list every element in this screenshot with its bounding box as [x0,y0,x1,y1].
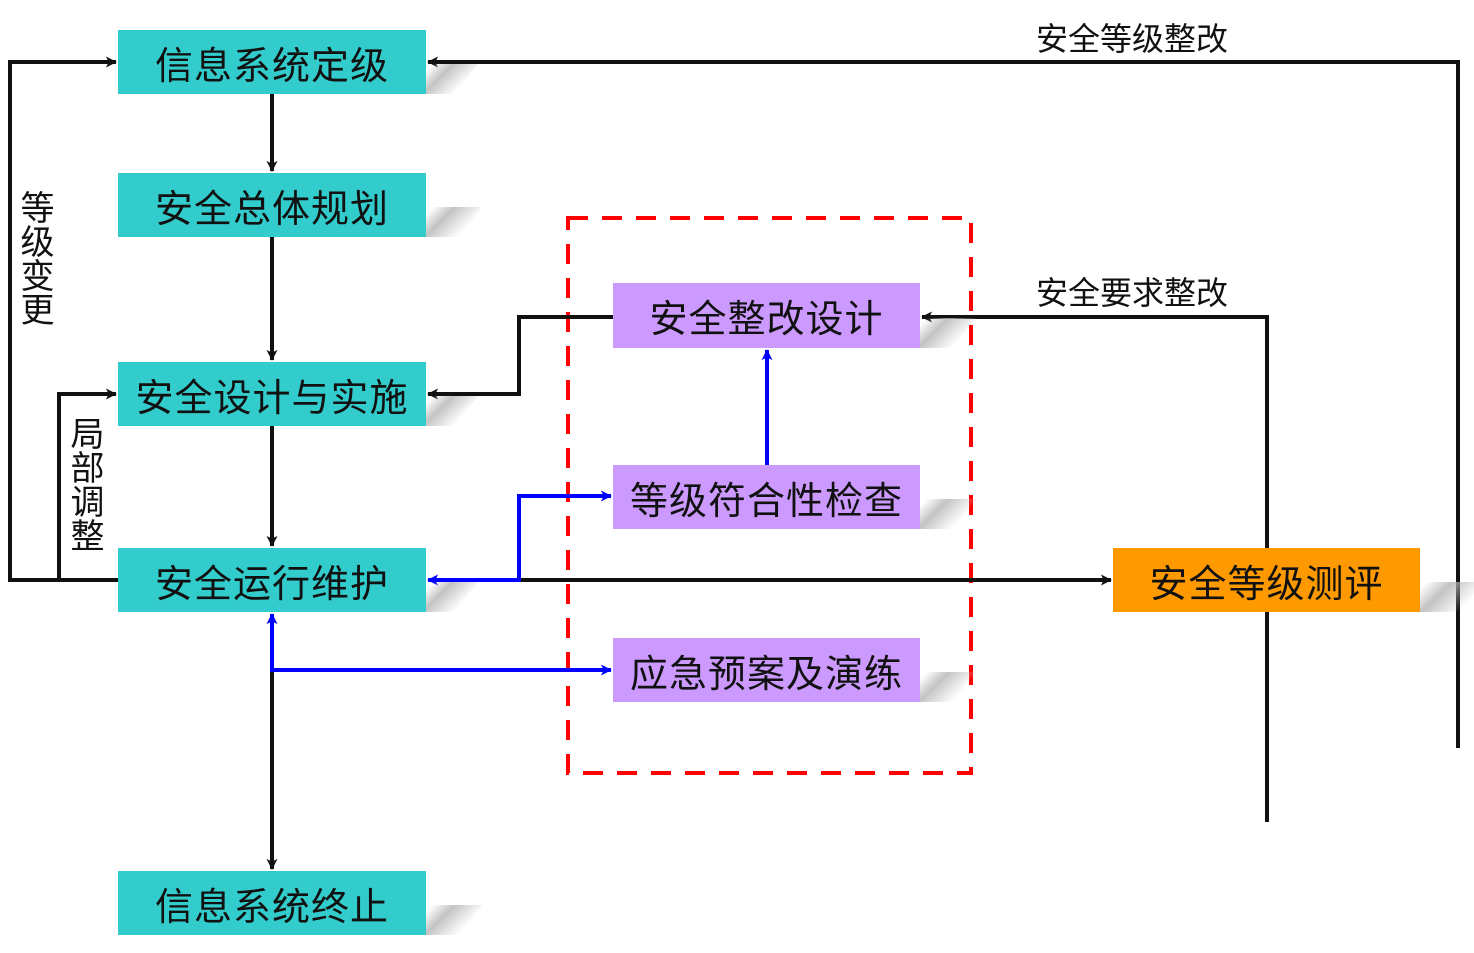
node-operation-maintenance: 安全运行维护 [118,548,426,612]
arrow-level-rectification [427,56,1460,748]
node-design-implementation: 安全设计与实施 [118,362,426,426]
arrow-operation-check [427,490,612,586]
label-local-adjustment: 局部调整 [64,416,104,552]
node-system-grading: 信息系统定级 [118,30,426,94]
arrow-rectification-to-design [427,315,613,400]
node-overall-planning: 安全总体规划 [118,173,426,237]
arrow-operation-drill [266,613,612,676]
label-level-change: 等级变更 [14,190,54,326]
arrow-requirement-rectification [921,311,1269,822]
node-level-assessment: 安全等级测评 [1113,548,1420,612]
label-level-rectification: 安全等级整改 [1036,20,1229,58]
arrow-local-adjustment-loop [57,388,118,582]
node-emergency-drill: 应急预案及演练 [613,638,920,702]
node-compliance-check: 等级符合性检查 [613,465,920,529]
label-requirement-rectification: 安全要求整改 [1036,274,1229,312]
node-rectification-design: 安全整改设计 [613,283,920,348]
node-system-termination: 信息系统终止 [118,871,426,935]
